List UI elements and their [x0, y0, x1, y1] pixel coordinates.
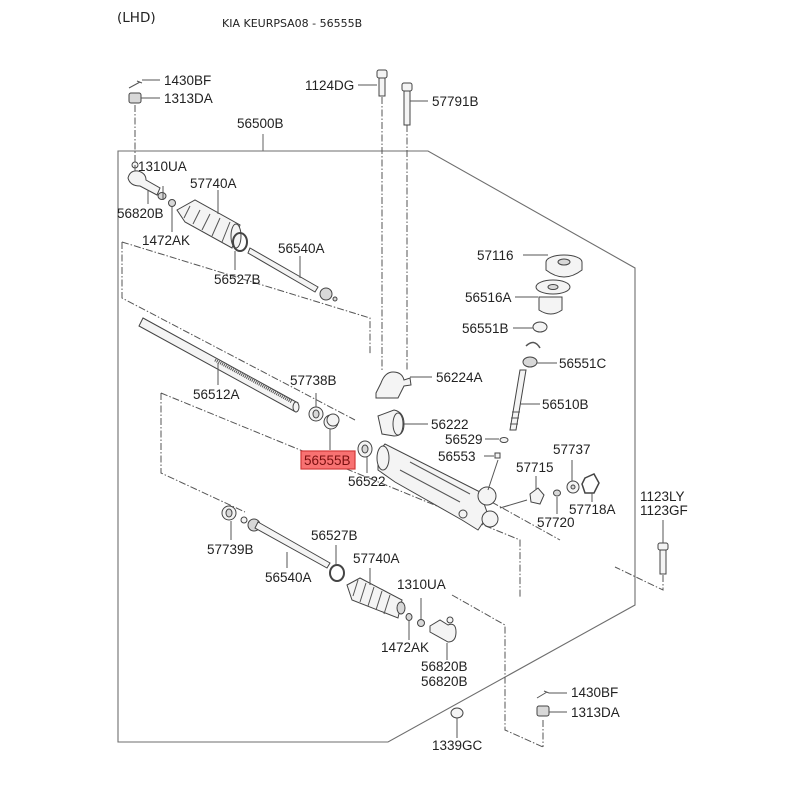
part-label-56500B[interactable]: 56500B: [237, 116, 284, 131]
castle-nut-icon: [128, 92, 142, 104]
part-label-57720[interactable]: 57720: [537, 515, 575, 530]
assembly-outline: [117, 150, 636, 743]
highlight-box: [300, 450, 356, 470]
lower-tierod-group-outline-2: [451, 594, 544, 748]
bearing-56551B-icon: [532, 321, 548, 333]
castle-nut-bottom-icon: [536, 705, 550, 717]
part-label-56820B[interactable]: 56820B: [117, 206, 164, 221]
part-label-56527B-lower[interactable]: 56527B: [311, 528, 358, 543]
part-label-57737[interactable]: 57737: [553, 442, 591, 457]
plug-57737-icon: [566, 480, 580, 494]
washer-1472AK-upper-icon: [168, 199, 176, 207]
part-label-56540A[interactable]: 56540A: [278, 241, 325, 256]
part-label-1472AK-lower[interactable]: 1472AK: [381, 640, 429, 655]
clamp-56527B-upper-icon: [232, 232, 248, 252]
inner-tie-rod-lower-icon: [240, 516, 331, 569]
washer-1472AK-lower-icon: [405, 613, 413, 621]
upper-tierod-group-outline: [121, 241, 371, 421]
part-label-57791B[interactable]: 57791B: [432, 94, 479, 109]
part-label-57718A[interactable]: 57718A: [569, 502, 616, 517]
part-label-56540A-lower[interactable]: 56540A: [265, 570, 312, 585]
part-label-1123GF[interactable]: 1123GF: [640, 503, 688, 518]
part-label-57116[interactable]: 57116: [477, 248, 514, 263]
lower-tierod-group-outline: [160, 392, 521, 598]
washer-57739B-icon: [221, 505, 237, 521]
clamp-56527B-lower-icon: [329, 564, 345, 582]
part-label-56553[interactable]: 56553: [438, 449, 476, 464]
part-label-56820B-lower-1[interactable]: 56820B: [421, 659, 468, 674]
bolt-guide-1123LY: [614, 566, 664, 591]
part-label-1310UA-lower[interactable]: 1310UA: [397, 577, 446, 592]
part-label-56551B[interactable]: 56551B: [462, 321, 509, 336]
gear-housing-icon: [376, 443, 499, 531]
selected-part-highlight[interactable]: 56555B: [300, 450, 356, 470]
part-label-1339GC[interactable]: 1339GC: [432, 738, 483, 753]
plug-56553-icon: [494, 452, 501, 459]
bolt-57791B-icon: [401, 82, 413, 126]
cotter-pin-bottom-icon: [536, 690, 550, 699]
nut-57720-icon: [553, 489, 561, 497]
clamp-bracket-56224A-icon: [375, 371, 412, 399]
part-label-56551C[interactable]: 56551C: [559, 356, 607, 371]
pinion-shaft-56510B-icon: [509, 369, 527, 431]
variant-label: (LHD): [117, 10, 156, 26]
part-label-56222[interactable]: 56222: [431, 417, 469, 432]
bush-56555B-icon: [323, 413, 340, 430]
part-label-56527B[interactable]: 56527B: [214, 272, 261, 287]
part-label-56512A[interactable]: 56512A: [193, 387, 240, 402]
part-label-56522[interactable]: 56522: [348, 474, 386, 489]
part-label-1313DA-lower[interactable]: 1313DA: [571, 705, 620, 720]
part-label-56224A[interactable]: 56224A: [436, 370, 483, 385]
dust-cover-57116-icon: [545, 254, 583, 278]
part-label-57740A-lower[interactable]: 57740A: [353, 551, 400, 566]
part-label-57740A[interactable]: 57740A: [190, 176, 237, 191]
part-label-1124DG[interactable]: 1124DG: [305, 78, 354, 93]
nut-1310UA-upper-icon: [157, 192, 167, 200]
cotter-pin-icon: [128, 80, 143, 89]
bolt-1123LY-icon: [657, 542, 669, 575]
washer-56522-icon: [357, 440, 373, 458]
part-label-56529[interactable]: 56529: [445, 432, 483, 447]
bushing-56222-icon: [377, 409, 405, 437]
ring-57718A-icon: [581, 473, 600, 494]
part-label-1472AK[interactable]: 1472AK: [142, 233, 190, 248]
inner-tie-rod-upper-icon: [247, 247, 338, 302]
part-label-1430BF[interactable]: 1430BF: [164, 73, 211, 88]
yoke-guide: [499, 499, 528, 509]
part-label-57715[interactable]: 57715: [516, 460, 554, 475]
diagram-title: KIA KEURPSA08 - 56555B: [222, 17, 363, 30]
part-label-1123LY[interactable]: 1123LY: [640, 489, 685, 504]
part-label-56555B[interactable]: 56555B: [304, 453, 351, 468]
yoke-57715-icon: [529, 487, 545, 505]
tie-rod-end-lower-icon: [429, 616, 457, 643]
part-label-1430BF-lower[interactable]: 1430BF: [571, 685, 618, 700]
part-label-56510B[interactable]: 56510B: [542, 397, 589, 412]
part-label-56516A[interactable]: 56516A: [465, 290, 512, 305]
leader-56553-b: [487, 459, 499, 491]
part-label-57739B[interactable]: 57739B: [207, 542, 254, 557]
part-label-56820B-lower-2[interactable]: 56820B: [421, 674, 468, 689]
bearing-56551C-icon: [522, 356, 538, 368]
seal-57738B-icon: [308, 406, 324, 422]
part-label-1310UA[interactable]: 1310UA: [138, 159, 187, 174]
nut-1310UA-lower-icon: [417, 619, 425, 627]
bolt-1124DG-icon: [376, 69, 388, 97]
bellows-boot-lower-icon: [346, 577, 406, 619]
nut-1339GC-icon: [450, 707, 464, 719]
part-label-1313DA[interactable]: 1313DA: [164, 91, 213, 106]
part-label-57738B[interactable]: 57738B: [290, 373, 337, 388]
snap-ring-icon: [525, 341, 541, 349]
oring-56529-icon: [499, 437, 509, 443]
pinion-cap-56516A-icon: [535, 279, 571, 315]
